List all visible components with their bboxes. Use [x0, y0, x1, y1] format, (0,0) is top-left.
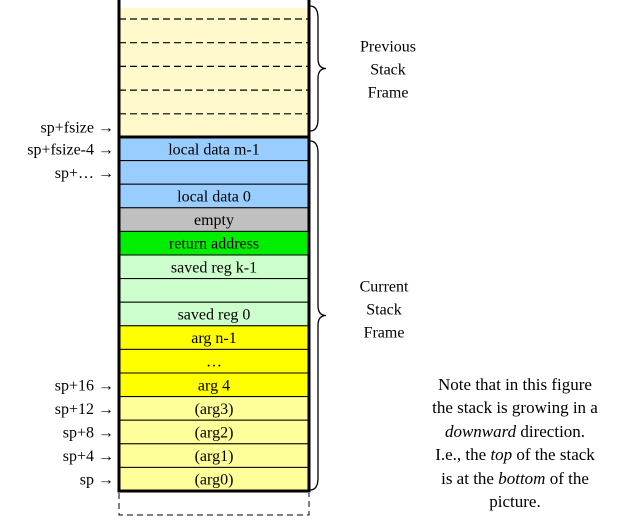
stack-cell-label: local data m-1 — [168, 141, 260, 158]
previous-frame-block — [119, 8, 309, 137]
note-line-5a: is at the — [441, 468, 499, 488]
note-line-3: direction. — [516, 421, 586, 441]
previous-frame-label: Previous — [360, 39, 416, 56]
stack-cell-label: saved reg k-1 — [171, 259, 257, 276]
pointer-label: sp+… → — [55, 165, 114, 182]
stack-cell — [118, 160, 310, 185]
stack-cell-label: local data 0 — [177, 189, 251, 206]
stack-cell-label: saved reg 0 — [178, 307, 251, 324]
note-line-5b: of the — [545, 468, 589, 488]
previous-frame-label: Stack — [370, 62, 406, 79]
note-line-6: picture. — [489, 492, 541, 512]
pointer-label: sp+fsize-4 → — [27, 141, 114, 158]
stack-cell-label: (arg2) — [195, 425, 234, 442]
stack-cell — [118, 278, 310, 303]
pointer-label: sp+4 → — [63, 448, 114, 465]
note-line-4b: of the stack — [512, 445, 595, 465]
note-emphasis-top: top — [490, 445, 513, 465]
note-emphasis-bottom: bottom — [498, 468, 546, 488]
pointer-label: sp+16 → — [55, 377, 114, 394]
note-line-4a: I.e., the — [435, 445, 491, 465]
note-emphasis-downward: downward — [444, 421, 517, 441]
pointer-label: sp+8 → — [63, 425, 114, 442]
stack-cell-label: … — [206, 354, 222, 371]
current-frame-label: Frame — [364, 325, 405, 342]
stack-cell-label: empty — [194, 212, 234, 229]
stack-cell-label: (arg0) — [195, 472, 234, 489]
pointer-label: sp+12 → — [55, 401, 114, 418]
stack-cell-label: arg 4 — [198, 377, 230, 394]
note-line-1: Note that in this figure — [438, 375, 592, 394]
pointer-label: sp → — [80, 472, 114, 489]
direction-note: Note that in this figure the stack is gr… — [402, 373, 628, 513]
note-line-2: the stack is growing in a — [432, 398, 598, 418]
previous-frame-label: Frame — [368, 85, 409, 102]
current-frame-label: Current — [360, 279, 409, 296]
stack-cell-label: return address — [169, 236, 259, 253]
previous-frame-brace — [309, 5, 327, 132]
stack-cell-label: (arg3) — [195, 401, 234, 418]
stack-cell-label: arg n-1 — [191, 330, 236, 347]
current-frame-brace — [309, 140, 327, 491]
stack-cell-label: (arg1) — [195, 448, 234, 465]
pointer-label: sp+fsize → — [41, 120, 114, 137]
current-frame-label: Stack — [366, 302, 402, 319]
unused-stack-dashed-box — [118, 493, 310, 516]
